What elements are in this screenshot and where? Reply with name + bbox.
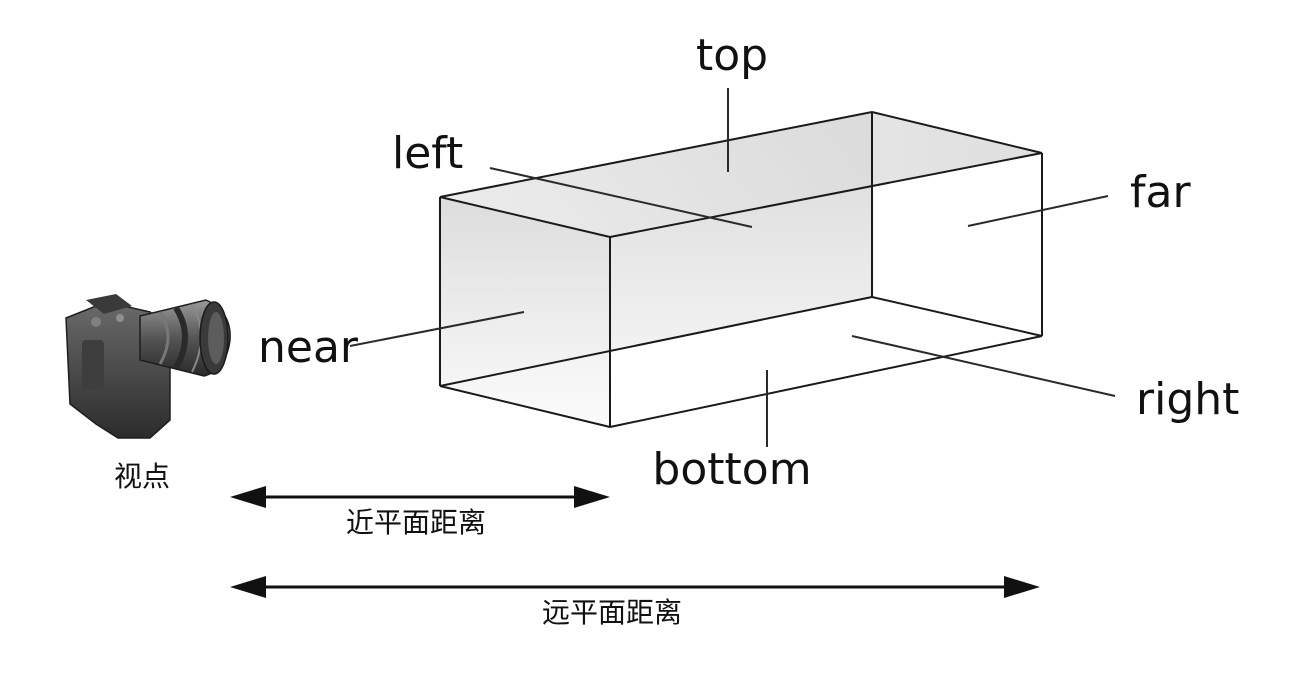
- label-right: right: [1136, 374, 1239, 425]
- leader-lines: [349, 88, 1116, 447]
- label-near-plane-distance: 近平面距离: [346, 506, 486, 539]
- label-top: top: [696, 30, 768, 81]
- label-viewpoint: 视点: [114, 460, 170, 493]
- far-distance-arrow: [230, 576, 1040, 598]
- near-face: [440, 197, 610, 427]
- leader-near: [349, 311, 525, 347]
- leader-right: [851, 335, 1116, 397]
- frustum-box: [439, 111, 1043, 428]
- label-bottom: bottom: [652, 444, 811, 495]
- label-left: left: [392, 128, 463, 179]
- label-far: far: [1130, 167, 1191, 218]
- near-distance-arrow: [230, 486, 610, 508]
- camera-icon: [65, 294, 231, 439]
- leader-left: [489, 167, 753, 228]
- top-face: [440, 112, 1042, 237]
- label-near: near: [258, 322, 359, 373]
- leader-far: [967, 195, 1109, 227]
- label-far-plane-distance: 远平面距离: [542, 596, 682, 629]
